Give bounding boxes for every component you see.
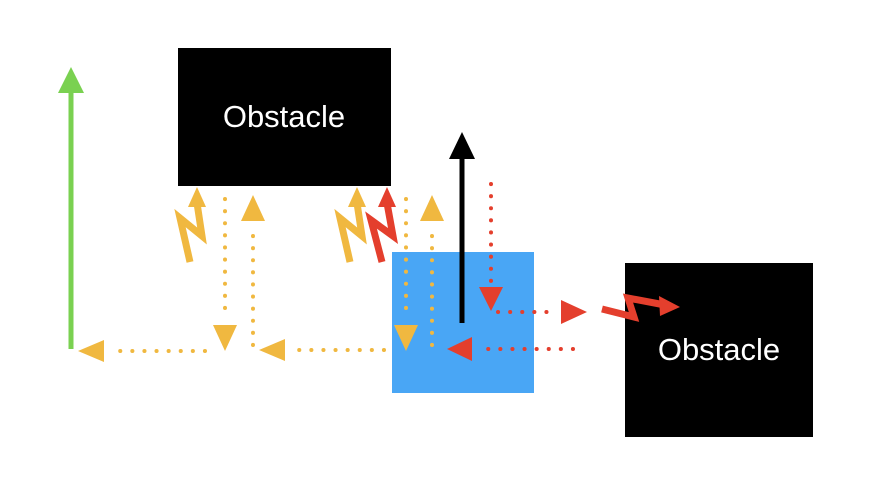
green-up-arrow (58, 67, 84, 349)
yellow-zigzag-arrow-right (334, 187, 367, 263)
red-ray-down-robot (479, 182, 503, 311)
red-zigzag-arrow-right (601, 293, 680, 322)
red-zigzag-arrow-up (365, 187, 399, 263)
obstacle-top-box (178, 48, 391, 186)
yellow-ray-horizontal-mid (259, 339, 386, 361)
black-up-arrow (449, 132, 475, 323)
red-ray-left-robot (447, 337, 575, 361)
obstacle-top-label: Obstacle (223, 99, 345, 134)
yellow-ray-down-robot (394, 197, 418, 351)
yellow-ray-up-left (241, 195, 265, 347)
yellow-zigzag-arrow-left (174, 187, 207, 263)
obstacle-right-label: Obstacle (658, 332, 780, 367)
red-ray-right-robot (496, 300, 587, 324)
obstacle-right: Obstacle (625, 263, 813, 437)
yellow-ray-horizontal-left (78, 340, 207, 362)
obstacle-right-box (625, 263, 813, 437)
yellow-ray-up-robot (420, 195, 444, 347)
obstacle-top: Obstacle (178, 48, 391, 186)
yellow-ray-down-left (213, 197, 237, 351)
